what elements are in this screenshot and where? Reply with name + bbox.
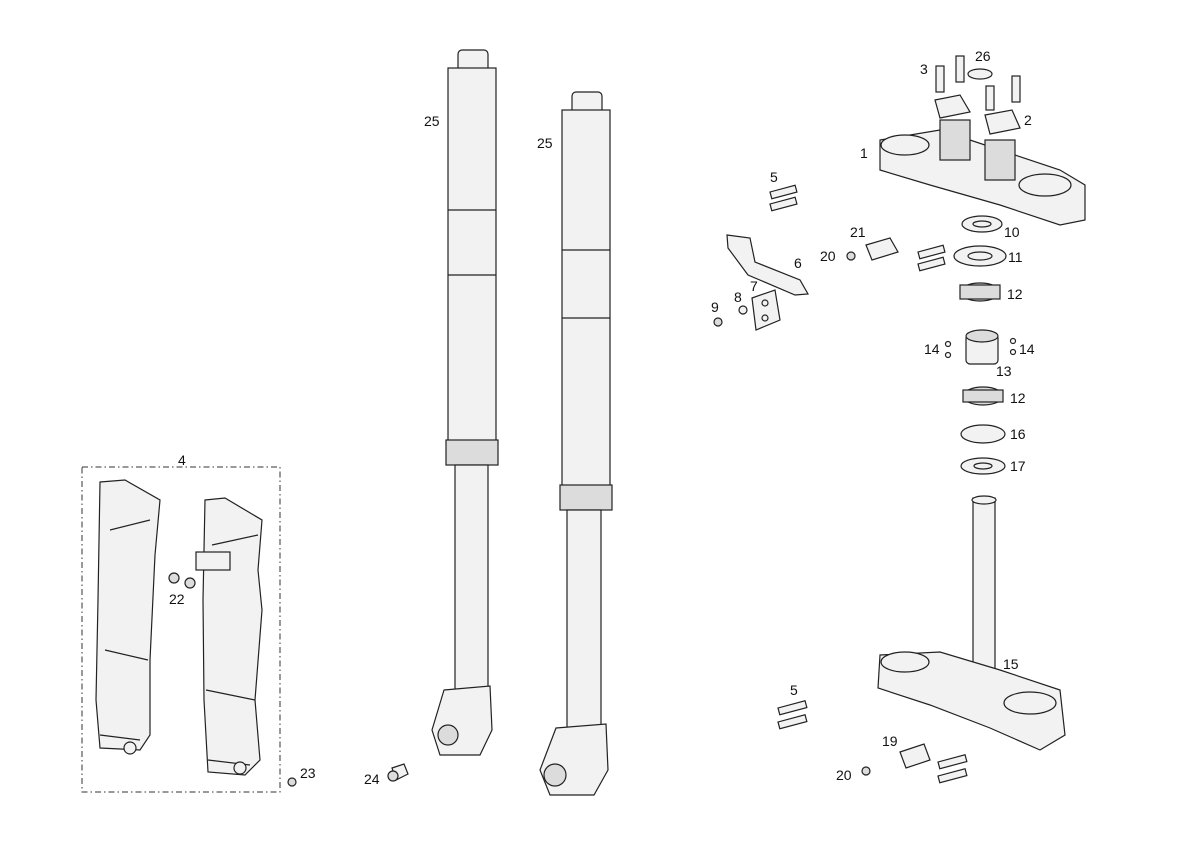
lower-bearing <box>962 386 1004 406</box>
label-13: 13 <box>996 363 1012 379</box>
cable-guide-lower <box>899 743 931 769</box>
clamp-bolts <box>935 55 1021 111</box>
guard-screw <box>287 777 297 787</box>
screw-20-upper <box>846 251 856 261</box>
mount-plate <box>751 289 781 331</box>
label-11: 11 <box>1008 249 1023 265</box>
label-6: 6 <box>794 255 802 271</box>
clamp-bolts-mid <box>917 244 946 272</box>
lower-triple-clamp <box>877 495 1066 751</box>
o-rings <box>944 337 1017 359</box>
handlebar-clamps <box>934 94 1021 135</box>
label-25-left: 25 <box>424 113 440 129</box>
label-16: 16 <box>1010 426 1026 442</box>
cable-bracket <box>726 234 809 296</box>
spacer <box>965 329 999 365</box>
guard-bolts <box>168 572 196 589</box>
screw-9 <box>713 317 723 327</box>
dust-washer <box>960 457 1006 475</box>
label-5-upper: 5 <box>770 169 778 185</box>
label-10: 10 <box>1004 224 1020 240</box>
fork-guard-left <box>95 479 161 755</box>
fork-leg-right <box>539 91 613 796</box>
dust-seal <box>961 215 1003 233</box>
label-14-left: 14 <box>924 341 940 357</box>
label-26: 26 <box>975 48 991 64</box>
label-15: 15 <box>1003 656 1019 672</box>
fork-guard-kit <box>81 466 281 793</box>
label-20-lower: 20 <box>836 767 852 783</box>
fork-guard-right <box>195 497 263 776</box>
screw-20-lower <box>861 766 871 776</box>
label-9: 9 <box>711 299 719 315</box>
label-8: 8 <box>734 289 742 305</box>
label-24: 24 <box>364 771 380 787</box>
upper-triple-clamp <box>879 119 1086 226</box>
clamp-bolts-lower-right <box>937 754 968 784</box>
label-23: 23 <box>300 765 316 781</box>
label-4: 4 <box>178 452 186 468</box>
axle-bolt <box>387 763 409 782</box>
label-3: 3 <box>920 61 928 77</box>
fork-leg-left <box>431 49 499 756</box>
label-12-lower: 12 <box>1010 390 1026 406</box>
clamp-bolts-lower <box>777 700 808 730</box>
upper-bearing <box>959 282 1001 302</box>
label-5-lower: 5 <box>790 682 798 698</box>
label-20-upper: 20 <box>820 248 836 264</box>
label-12-upper: 12 <box>1007 286 1023 302</box>
seal-ring <box>960 424 1006 444</box>
label-19: 19 <box>882 733 898 749</box>
kit-boundary <box>81 466 281 793</box>
clamp-bolts-upper <box>769 184 798 212</box>
callout-labels: 4 22 23 24 25 25 3 26 2 1 5 21 20 6 7 8 … <box>169 48 1035 787</box>
label-1: 1 <box>860 145 868 161</box>
label-25-right: 25 <box>537 135 553 151</box>
bearing-cover <box>953 245 1007 267</box>
label-14-right: 14 <box>1019 341 1035 357</box>
label-7: 7 <box>750 278 758 294</box>
washer-8 <box>738 305 748 315</box>
label-17: 17 <box>1010 458 1026 474</box>
label-21: 21 <box>850 224 866 240</box>
cable-guide-upper <box>865 237 899 261</box>
label-22: 22 <box>169 591 185 607</box>
label-2: 2 <box>1024 112 1032 128</box>
